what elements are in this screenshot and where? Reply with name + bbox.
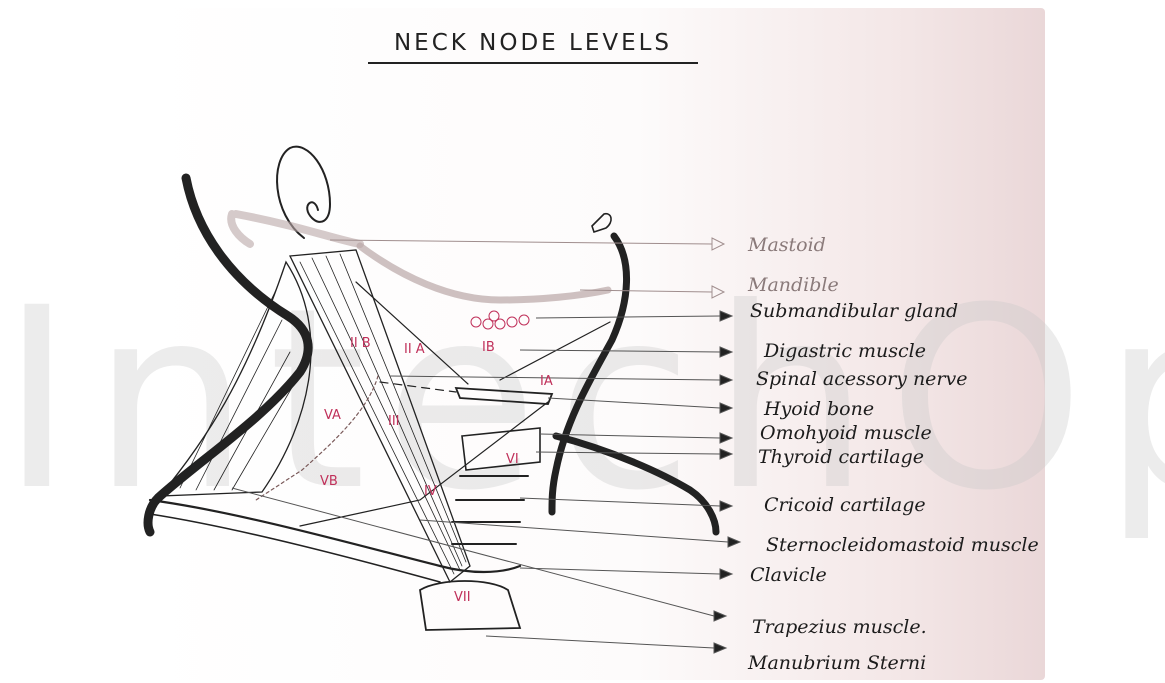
level-IB: IB [482, 340, 495, 355]
level-VII: VII [454, 590, 471, 605]
sternocleidomastoid [290, 250, 470, 582]
level-III: III [388, 414, 400, 429]
label-hyoid-bone: Hyoid bone [764, 398, 874, 420]
label-mastoid: Mastoid [748, 234, 826, 256]
chest-outline [556, 436, 716, 532]
label-spinal-accessory-nerve: Spinal acessory nerve [756, 368, 968, 390]
label-mandible: Mandible [748, 274, 839, 296]
label-sternocleidomastoid-muscle: Sternocleidomastoid muscle [766, 534, 1039, 556]
neck-back-outline [148, 178, 308, 532]
label-digastric-muscle: Digastric muscle [764, 340, 926, 362]
label-omohyoid-muscle: Omohyoid muscle [760, 422, 932, 444]
neck-front-outline [552, 236, 627, 512]
mastoid-band [231, 214, 360, 244]
label-submandibular-gland: Submandibular gland [750, 300, 958, 322]
level-VB: VB [320, 474, 338, 489]
chin-tip [592, 214, 611, 232]
label-clavicle: Clavicle [750, 564, 827, 586]
submandibular-gland [471, 311, 529, 329]
mandible-bone [360, 246, 608, 300]
level-VI: VI [506, 452, 519, 467]
level-IIA: II A [404, 342, 425, 357]
level-VA: VA [324, 408, 341, 423]
clavicle [150, 500, 520, 572]
label-cricoid-cartilage: Cricoid cartilage [764, 494, 926, 516]
spinal-accessory-line [380, 382, 456, 392]
label-manubrium-sterni: Manubrium Sterni [748, 652, 926, 674]
level-IV: IV [424, 484, 437, 499]
hyoid-bone [456, 388, 552, 404]
level-IIB: II B [350, 336, 371, 351]
label-trapezius-muscle: Trapezius muscle. [752, 616, 927, 638]
trachea [452, 428, 540, 544]
manubrium [420, 581, 520, 630]
level-IA: IA [540, 374, 553, 389]
label-thyroid-cartilage: Thyroid cartilage [758, 446, 924, 468]
